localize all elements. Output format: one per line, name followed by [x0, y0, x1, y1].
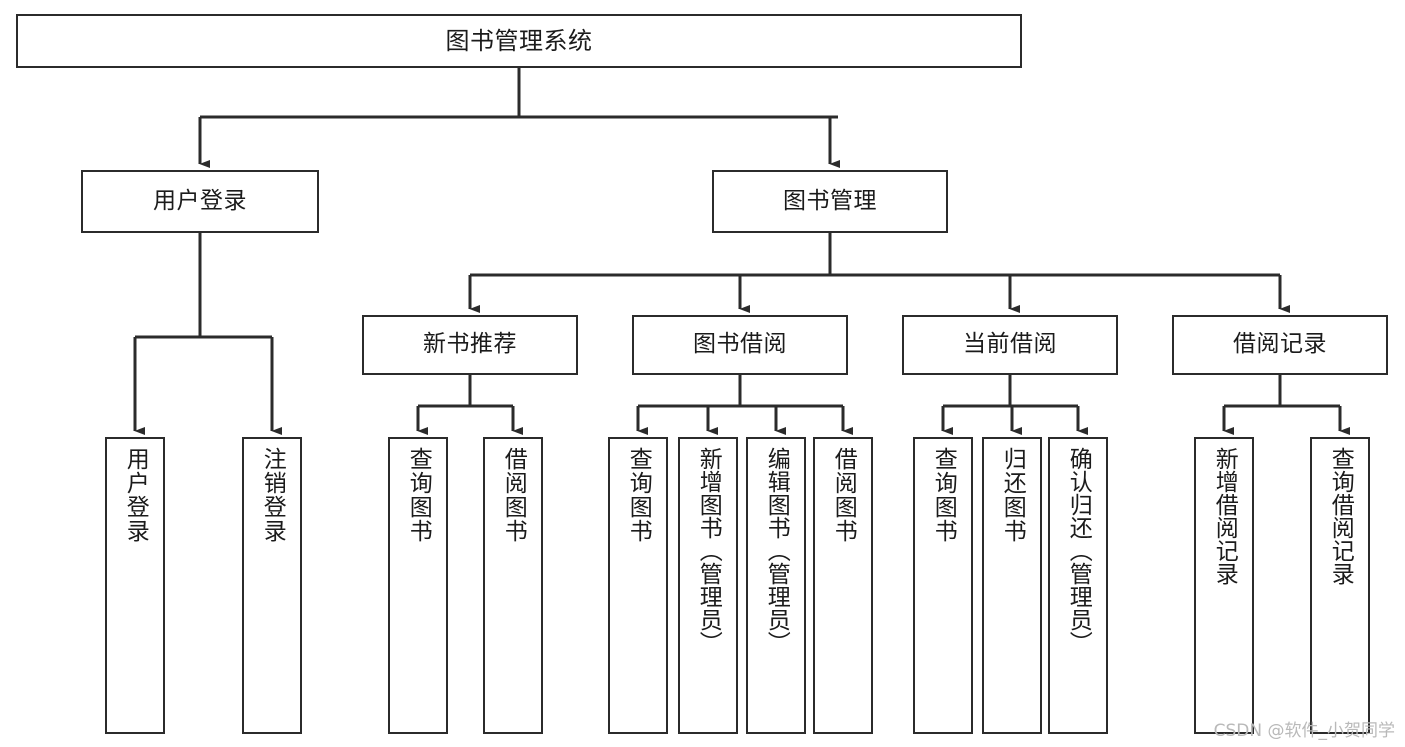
leaf-return-book-label: 归还图书 — [999, 447, 1026, 543]
leaf-query-books-borrow[interactable]: 查询图书 — [608, 437, 668, 734]
leaf-edit-book-admin[interactable]: 编辑图书（管理员） — [746, 437, 806, 734]
node-borrow-records[interactable]: 借阅记录 — [1172, 315, 1388, 375]
node-borrow-records-label: 借阅记录 — [1233, 331, 1327, 358]
leaf-query-borrow-record[interactable]: 查询借阅记录 — [1310, 437, 1370, 734]
leaf-query-books-current-label: 查询图书 — [930, 447, 957, 543]
node-current-borrow-label: 当前借阅 — [963, 331, 1057, 358]
node-book-borrow[interactable]: 图书借阅 — [632, 315, 848, 375]
connector-borrow-to-leaves — [636, 375, 854, 436]
leaf-add-borrow-record[interactable]: 新增借阅记录 — [1194, 437, 1254, 734]
leaf-confirm-return-admin[interactable]: 确认归还（管理员） — [1048, 437, 1108, 734]
leaf-query-books-new-label: 查询图书 — [405, 447, 432, 543]
node-new-book-recommend-label: 新书推荐 — [423, 331, 517, 358]
leaf-query-books-current[interactable]: 查询图书 — [913, 437, 973, 734]
leaf-borrow-books-new-label: 借阅图书 — [500, 447, 527, 543]
leaf-logout-login[interactable]: 注销登录 — [242, 437, 302, 734]
leaf-user-login[interactable]: 用户登录 — [105, 437, 165, 734]
leaf-return-book[interactable]: 归还图书 — [982, 437, 1042, 734]
connector-records-to-leaves — [1222, 375, 1351, 436]
node-user-login-label: 用户登录 — [153, 187, 247, 214]
leaf-borrow-books-borrow[interactable]: 借阅图书 — [813, 437, 873, 734]
node-root-system[interactable]: 图书管理系统 — [16, 14, 1022, 68]
leaf-logout-login-label: 注销登录 — [259, 447, 286, 543]
leaf-add-book-admin-label: 新增图书（管理员） — [695, 447, 722, 654]
node-book-management[interactable]: 图书管理 — [712, 170, 948, 233]
node-new-book-recommend[interactable]: 新书推荐 — [362, 315, 578, 375]
node-root-label: 图书管理系统 — [445, 26, 593, 55]
connector-root-to-level2 — [198, 68, 841, 169]
leaf-query-books-borrow-label: 查询图书 — [625, 447, 652, 543]
connector-bookmgmt-to-level3 — [468, 233, 1291, 314]
node-book-borrow-label: 图书借阅 — [693, 331, 787, 358]
node-current-borrow[interactable]: 当前借阅 — [902, 315, 1118, 375]
connector-login-to-leaves — [133, 233, 283, 436]
connector-current-to-leaves — [941, 375, 1089, 436]
node-user-login[interactable]: 用户登录 — [81, 170, 319, 233]
leaf-borrow-books-new[interactable]: 借阅图书 — [483, 437, 543, 734]
leaf-add-book-admin[interactable]: 新增图书（管理员） — [678, 437, 738, 734]
leaf-borrow-books-borrow-label: 借阅图书 — [830, 447, 857, 543]
leaf-query-borrow-record-label: 查询借阅记录 — [1327, 447, 1354, 585]
leaf-add-borrow-record-label: 新增借阅记录 — [1211, 447, 1238, 585]
node-book-management-label: 图书管理 — [783, 187, 877, 214]
connector-newbooks-to-leaves — [416, 375, 524, 436]
leaf-confirm-return-admin-label: 确认归还（管理员） — [1065, 447, 1092, 654]
leaf-query-books-new[interactable]: 查询图书 — [388, 437, 448, 734]
leaf-edit-book-admin-label: 编辑图书（管理员） — [763, 447, 790, 654]
leaf-user-login-label: 用户登录 — [122, 447, 149, 543]
